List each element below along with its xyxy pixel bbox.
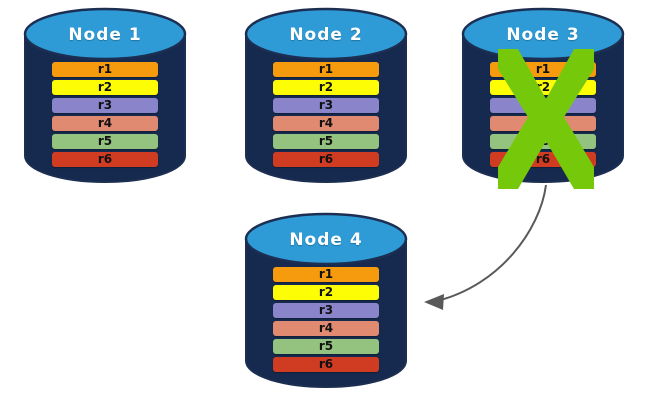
data-row: r4 (490, 116, 596, 131)
data-row: r5 (273, 134, 379, 149)
data-row: r1 (273, 62, 379, 77)
curved-arrow-icon (424, 184, 547, 310)
data-row: r5 (490, 134, 596, 149)
data-row-label: r5 (535, 134, 551, 148)
data-row-label: r1 (318, 62, 334, 76)
data-row-label: r2 (318, 285, 334, 299)
node-1-rows: r1 r2 r3 r4 r5 r6 (52, 62, 158, 167)
data-row: r3 (490, 98, 596, 113)
data-row-label: r1 (318, 267, 334, 281)
data-row: r1 (273, 267, 379, 282)
data-row: r4 (273, 116, 379, 131)
data-row: r2 (273, 80, 379, 95)
data-row-label: r3 (318, 98, 334, 112)
data-row: r3 (273, 303, 379, 318)
data-row: r6 (273, 357, 379, 372)
data-row-label: r3 (318, 303, 334, 317)
data-row: r3 (273, 98, 379, 113)
data-row-label: r1 (97, 62, 113, 76)
data-row: r6 (490, 152, 596, 167)
data-row: r6 (52, 152, 158, 167)
data-row-label: r2 (535, 80, 551, 94)
data-row: r3 (52, 98, 158, 113)
data-row-label: r5 (318, 134, 334, 148)
data-row-label: r5 (97, 134, 113, 148)
node-4-rows: r1 r2 r3 r4 r5 r6 (273, 267, 379, 372)
node-2-rows: r1 r2 r3 r4 r5 r6 (273, 62, 379, 167)
data-row-label: r2 (97, 80, 113, 94)
data-row: r4 (52, 116, 158, 131)
data-row-label: r6 (97, 152, 113, 166)
data-row-label: r6 (318, 152, 334, 166)
data-row-label: r3 (535, 98, 551, 112)
data-row-label: r2 (318, 80, 334, 94)
data-row-label: r4 (97, 116, 113, 130)
data-row-label: r6 (318, 357, 334, 371)
data-row: r1 (52, 62, 158, 77)
data-row: r5 (52, 134, 158, 149)
data-row-label: r6 (535, 152, 551, 166)
data-row: r2 (490, 80, 596, 95)
data-row: r5 (273, 339, 379, 354)
data-row: r6 (273, 152, 379, 167)
data-row-label: r4 (318, 321, 334, 335)
node-3-rows: r1 r2 r3 r4 r5 r6 (490, 62, 596, 167)
data-row-label: r5 (318, 339, 334, 353)
data-row-label: r1 (535, 62, 551, 76)
data-row-label: r3 (97, 98, 113, 112)
data-row: r4 (273, 321, 379, 336)
data-row-label: r4 (318, 116, 334, 130)
data-row: r2 (52, 80, 158, 95)
data-row-label: r4 (535, 116, 551, 130)
data-row: r1 (490, 62, 596, 77)
data-row: r2 (273, 285, 379, 300)
